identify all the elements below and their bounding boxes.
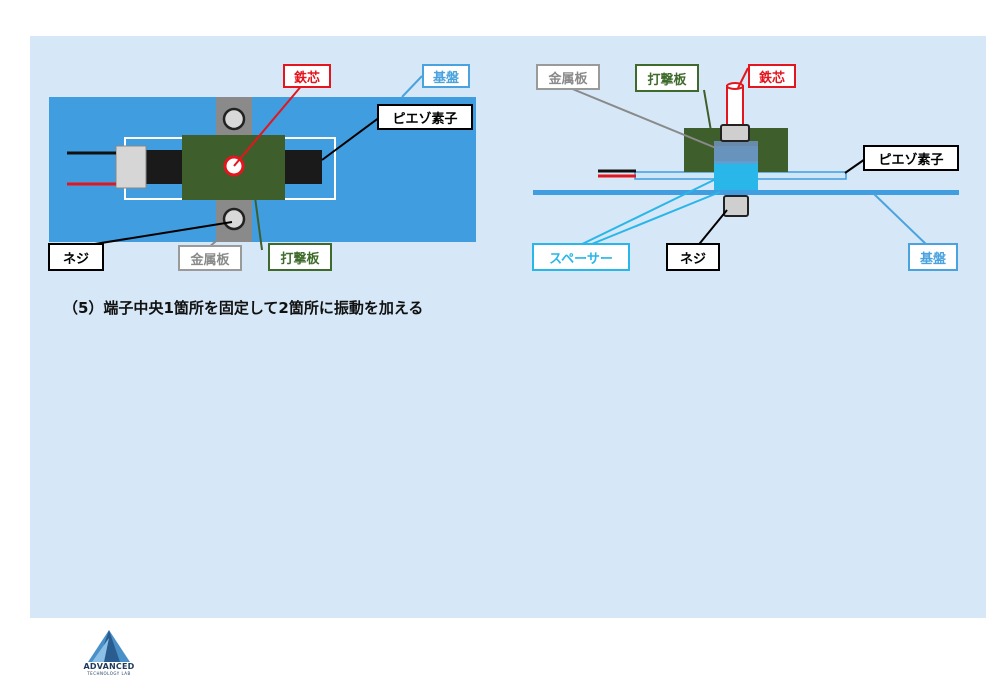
label-iron-core-left: 鉄芯 (283, 64, 331, 88)
leader-piezo-left (321, 116, 381, 161)
caption: （5）端子中央1箇所を固定して2箇所に振動を加える (63, 299, 424, 317)
metal-plate-side (714, 141, 758, 161)
leader-iron-core-left (233, 83, 304, 167)
label-piezo-left: ピエゾ素子 (377, 104, 473, 130)
label-metal-plate-left: 金属板 (178, 245, 242, 271)
label-screw-right: ネジ (666, 243, 720, 271)
label-substrate-right: 基盤 (908, 243, 958, 271)
logo-name: ADVANCED (83, 662, 135, 671)
label-iron-core-right: 鉄芯 (748, 64, 796, 88)
logo-text: ADVANCED TECHNOLOGY LAB (74, 662, 144, 676)
label-screw-left: ネジ (48, 243, 104, 271)
leader-screw-right (695, 209, 728, 249)
screw-lower-top (222, 207, 246, 231)
leader-strike-left (254, 196, 263, 251)
advanced-logo-icon (88, 630, 130, 662)
label-piezo-right: ピエゾ素子 (863, 145, 959, 171)
screw-upper-top (222, 107, 246, 131)
label-metal-plate-right: 金属板 (536, 64, 600, 90)
label-strike-plate-right: 打撃板 (635, 64, 699, 92)
leader-substrate-right (873, 193, 931, 249)
logo-sub: TECHNOLOGY LAB (87, 671, 131, 676)
label-spacer-right: スペーサー (532, 243, 630, 271)
leader-strike-right (703, 89, 712, 132)
leader-substrate-left (401, 75, 423, 98)
leader-iron-right (737, 67, 749, 89)
spacer-band (714, 160, 758, 164)
label-substrate-left: 基盤 (422, 64, 470, 88)
iron-core-side (726, 85, 744, 129)
leader-metal-right (569, 87, 717, 149)
nut-lower-side (723, 195, 749, 217)
substrate-board-side (533, 190, 959, 195)
label-strike-plate-left: 打撃板 (268, 243, 332, 271)
connector-top (115, 145, 147, 189)
leader-spacer-right-b (581, 191, 721, 249)
leader-spacer-right-a (573, 177, 719, 249)
nut-upper-side (720, 124, 750, 142)
